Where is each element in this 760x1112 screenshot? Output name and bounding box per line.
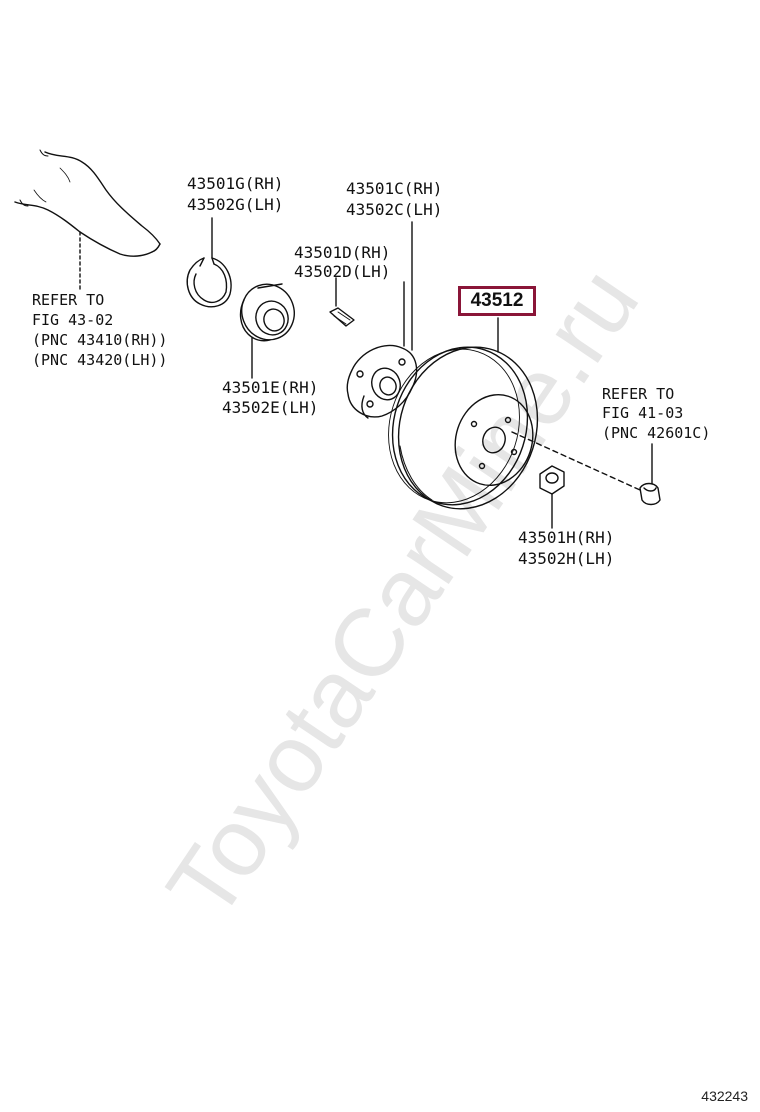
wheel-nut-drawing xyxy=(639,482,661,506)
ref-left-line4: (PNC 43420(LH)) xyxy=(32,351,168,369)
ref-right-line2: FIG 41-03 xyxy=(602,404,684,422)
part-bearing-lh[interactable]: 43502E(LH) xyxy=(222,398,319,417)
disc-rotor-drawing xyxy=(388,346,539,510)
hub-bolt-drawing xyxy=(329,307,355,327)
part-hub-assembly-lh[interactable]: 43502C(LH) xyxy=(346,200,443,219)
ref-right-line3: (PNC 42601C) xyxy=(602,424,711,442)
ref-left-line1: REFER TO xyxy=(32,291,105,309)
ref-left-line3: (PNC 43410(RH)) xyxy=(32,331,168,349)
part-hub-assembly-rh[interactable]: 43501C(RH) xyxy=(346,179,443,198)
drive-shaft-outline xyxy=(14,149,161,257)
ref-left-line2: FIG 43-02 xyxy=(32,311,114,329)
part-snap-ring-lh[interactable]: 43502G(LH) xyxy=(187,195,284,214)
figure-number: 432243 xyxy=(701,1088,748,1104)
hub-nut-drawing xyxy=(539,465,565,495)
snap-ring-drawing xyxy=(186,257,232,308)
ref-right-line1: REFER TO xyxy=(602,385,675,403)
stud-axis-dashed xyxy=(511,431,641,491)
part-hub-bolt-rh[interactable]: 43501D(RH) xyxy=(294,243,391,262)
hub-flange-drawing xyxy=(346,344,418,419)
part-bearing-rh[interactable]: 43501E(RH) xyxy=(222,378,319,397)
bearing-drawing xyxy=(239,283,295,342)
part-hub-nut-lh[interactable]: 43502H(LH) xyxy=(518,549,615,568)
part-disc-rotor-callout[interactable]: 43512 xyxy=(458,286,536,316)
part-snap-ring-rh[interactable]: 43501G(RH) xyxy=(187,174,284,193)
part-hub-bolt-lh[interactable]: 43502D(LH) xyxy=(294,262,391,281)
part-hub-nut-rh[interactable]: 43501H(RH) xyxy=(518,528,615,547)
